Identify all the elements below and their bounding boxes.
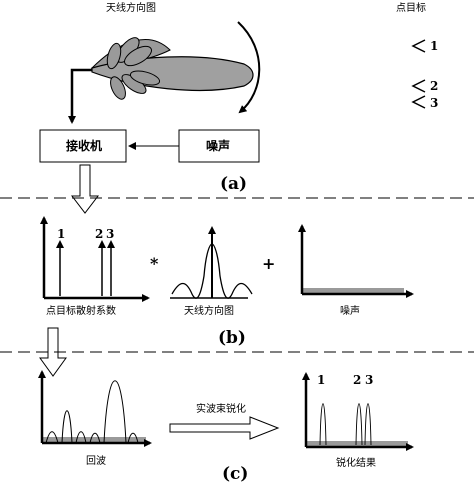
noise-curve-arrow: [237, 21, 261, 114]
section-b-down-arrow: [39, 327, 67, 377]
panel-a-label: (a): [220, 174, 248, 194]
result-num-1: 1: [317, 373, 326, 387]
result-num-3: 3: [365, 373, 374, 387]
plus-operator: +: [262, 254, 276, 273]
receiver-box: [39, 129, 127, 163]
target-1-label: 1: [430, 39, 439, 53]
target-markers: [411, 39, 426, 109]
antenna-pattern-plot: [170, 226, 253, 299]
point-targets-title: 点目标: [396, 3, 426, 14]
scatter-num-3: 3: [106, 227, 115, 241]
noise-plot-label: 噪声: [340, 306, 360, 317]
panel-c-label: (c): [222, 464, 249, 484]
convolution-operator: *: [150, 254, 159, 273]
noise-box-label: 噪声: [206, 139, 231, 153]
result-num-2: 2: [353, 373, 362, 387]
scatter-num-1: 1: [57, 227, 66, 241]
antenna-feed-line: [68, 68, 92, 124]
receiver-label: 接收机: [66, 139, 103, 153]
scatter-coefficient-plot: [40, 216, 150, 302]
panel-b-label: (b): [218, 328, 246, 348]
antenna-lobe-pattern: [90, 37, 254, 100]
echo-plot: [38, 370, 152, 447]
target-3-label: 3: [430, 96, 439, 110]
sharpening-result-plot: [302, 372, 414, 451]
noise-plot: [298, 224, 414, 298]
echo-label: 回波: [86, 456, 106, 467]
antenna-pattern-title: 天线方向图: [106, 3, 156, 14]
sharpening-label: 实波束锐化: [196, 404, 246, 415]
sharpening-result-label: 锐化结果: [336, 458, 376, 469]
scattering-coefficient-label: 点目标散射系数: [46, 306, 116, 317]
antenna-pattern-plot-label: 天线方向图: [184, 306, 234, 317]
receiver-down-arrow: [70, 164, 100, 214]
target-2-label: 2: [430, 79, 439, 93]
sharpening-arrow: [169, 416, 280, 440]
scatter-num-2: 2: [95, 227, 104, 241]
